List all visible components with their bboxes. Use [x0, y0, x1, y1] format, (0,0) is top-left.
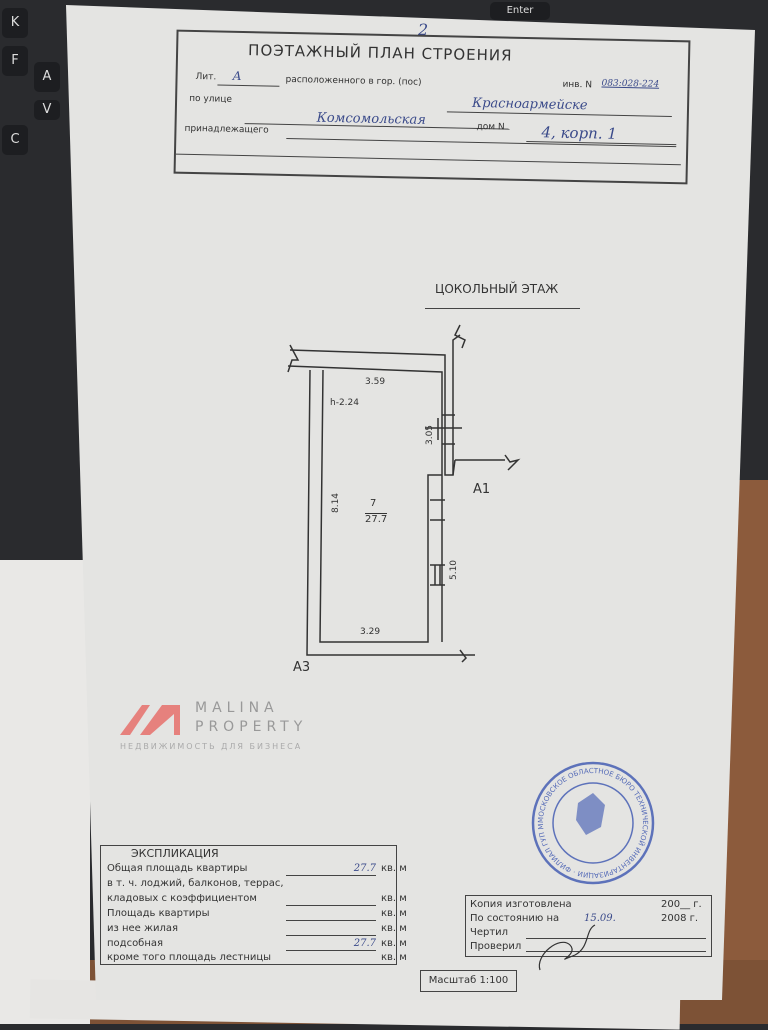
- explication-row: подсобная: [107, 938, 164, 949]
- explication-row: кроме того площадь лестницы: [107, 952, 272, 963]
- signoff-date: 15.09.: [584, 913, 616, 924]
- signature: [538, 924, 596, 971]
- document-title: ПОЭТАЖНЫЙ ПЛАН СТРОЕНИЯ: [247, 41, 513, 65]
- explication-unit: кв. м: [381, 863, 407, 874]
- signoff-label: Чертил: [470, 927, 509, 938]
- explication-unit: кв. м: [381, 938, 407, 949]
- explication-unit: кв. м: [381, 923, 407, 934]
- floor-title: ЦОКОЛЬНЫЙ ЭТАЖ: [435, 282, 559, 296]
- watermark-brand-1: MALINA: [195, 700, 279, 716]
- located-label: расположенного в гор. (пос): [285, 74, 422, 88]
- owner-label: принадлежащего: [184, 123, 269, 136]
- lit-value: А: [232, 68, 242, 84]
- signoff-year: 2008 г.: [661, 913, 699, 924]
- explication-table: ЭКСПЛИКАЦИЯ Общая площадь квартиры 27.7 …: [100, 845, 407, 965]
- malina-logo-icon: [120, 705, 180, 735]
- explication-row: Площадь квартиры: [107, 908, 210, 919]
- signoff-label: Проверил: [470, 941, 522, 952]
- keyboard-key: A: [34, 62, 60, 92]
- scale-label: Масштаб 1:100: [420, 970, 517, 992]
- explication-row: Общая площадь квартиры: [107, 863, 248, 874]
- room-number: 7: [370, 498, 377, 509]
- dimension-top: 3.59: [365, 377, 386, 387]
- title-block: ПОЭТАЖНЫЙ ПЛАН СТРОЕНИЯ Лит. А расположе…: [173, 29, 691, 185]
- watermark-logo: MALINA PROPERTY НЕДВИЖИМОСТЬ ДЛЯ БИЗНЕСА: [120, 700, 460, 760]
- room-area: 27.7: [365, 513, 388, 525]
- street-label: по улице: [189, 93, 233, 105]
- floor-plan: [287, 324, 521, 663]
- dimension-right-upper: 3.05: [425, 424, 436, 446]
- axis-label-a3: А3: [293, 660, 311, 675]
- keyboard-key: C: [2, 125, 28, 155]
- explication-value: 27.7: [286, 938, 376, 951]
- watermark-brand-2: PROPERTY: [195, 719, 308, 735]
- lit-label: Лит.: [195, 72, 217, 83]
- official-stamp: МОСКОВСКОЕ ОБЛАСТНОЕ БЮРО ТЕХНИЧЕСКОЙ ИН…: [528, 758, 655, 885]
- page-number: 2: [418, 20, 429, 39]
- signoff-block: Копия изготовлена 200__ г. По состоянию …: [465, 895, 712, 957]
- keyboard-key: F: [2, 46, 28, 76]
- explication-value: 27.7: [286, 863, 376, 876]
- keyboard-key: V: [34, 100, 60, 120]
- street-value: Комсомольская: [316, 110, 427, 128]
- dimension-left: 8.14: [331, 492, 342, 514]
- keyboard-key: K: [2, 8, 28, 38]
- ceiling-height: h-2.24: [330, 398, 359, 408]
- keyboard-key: Enter: [490, 2, 550, 20]
- explication-row: кладовых с коэффициентом: [107, 893, 257, 904]
- signoff-label: По состоянию на: [470, 913, 560, 924]
- signoff-label: Копия изготовлена: [470, 899, 572, 910]
- house-label: дом N: [476, 121, 505, 133]
- explication-row: в т. ч. лоджий, балконов, террас,: [107, 878, 284, 889]
- explication-unit: кв. м: [381, 952, 407, 963]
- dimension-bottom: 3.29: [360, 627, 381, 637]
- city-value: Красноармейске: [471, 95, 588, 114]
- background-paper: [0, 560, 90, 1024]
- axis-label-a1: А1: [473, 482, 491, 497]
- explication-unit: кв. м: [381, 893, 407, 904]
- explication-title: ЭКСПЛИКАЦИЯ: [131, 847, 219, 860]
- inv-value: 083:028-224: [601, 78, 660, 90]
- inv-label: инв. N: [562, 79, 593, 91]
- signoff-year: 200__ г.: [661, 899, 702, 910]
- watermark-tagline: НЕДВИЖИМОСТЬ ДЛЯ БИЗНЕСА: [120, 742, 303, 751]
- explication-row: из нее жилая: [107, 923, 179, 934]
- dimension-right-lower: 5.10: [449, 559, 460, 581]
- explication-unit: кв. м: [381, 908, 407, 919]
